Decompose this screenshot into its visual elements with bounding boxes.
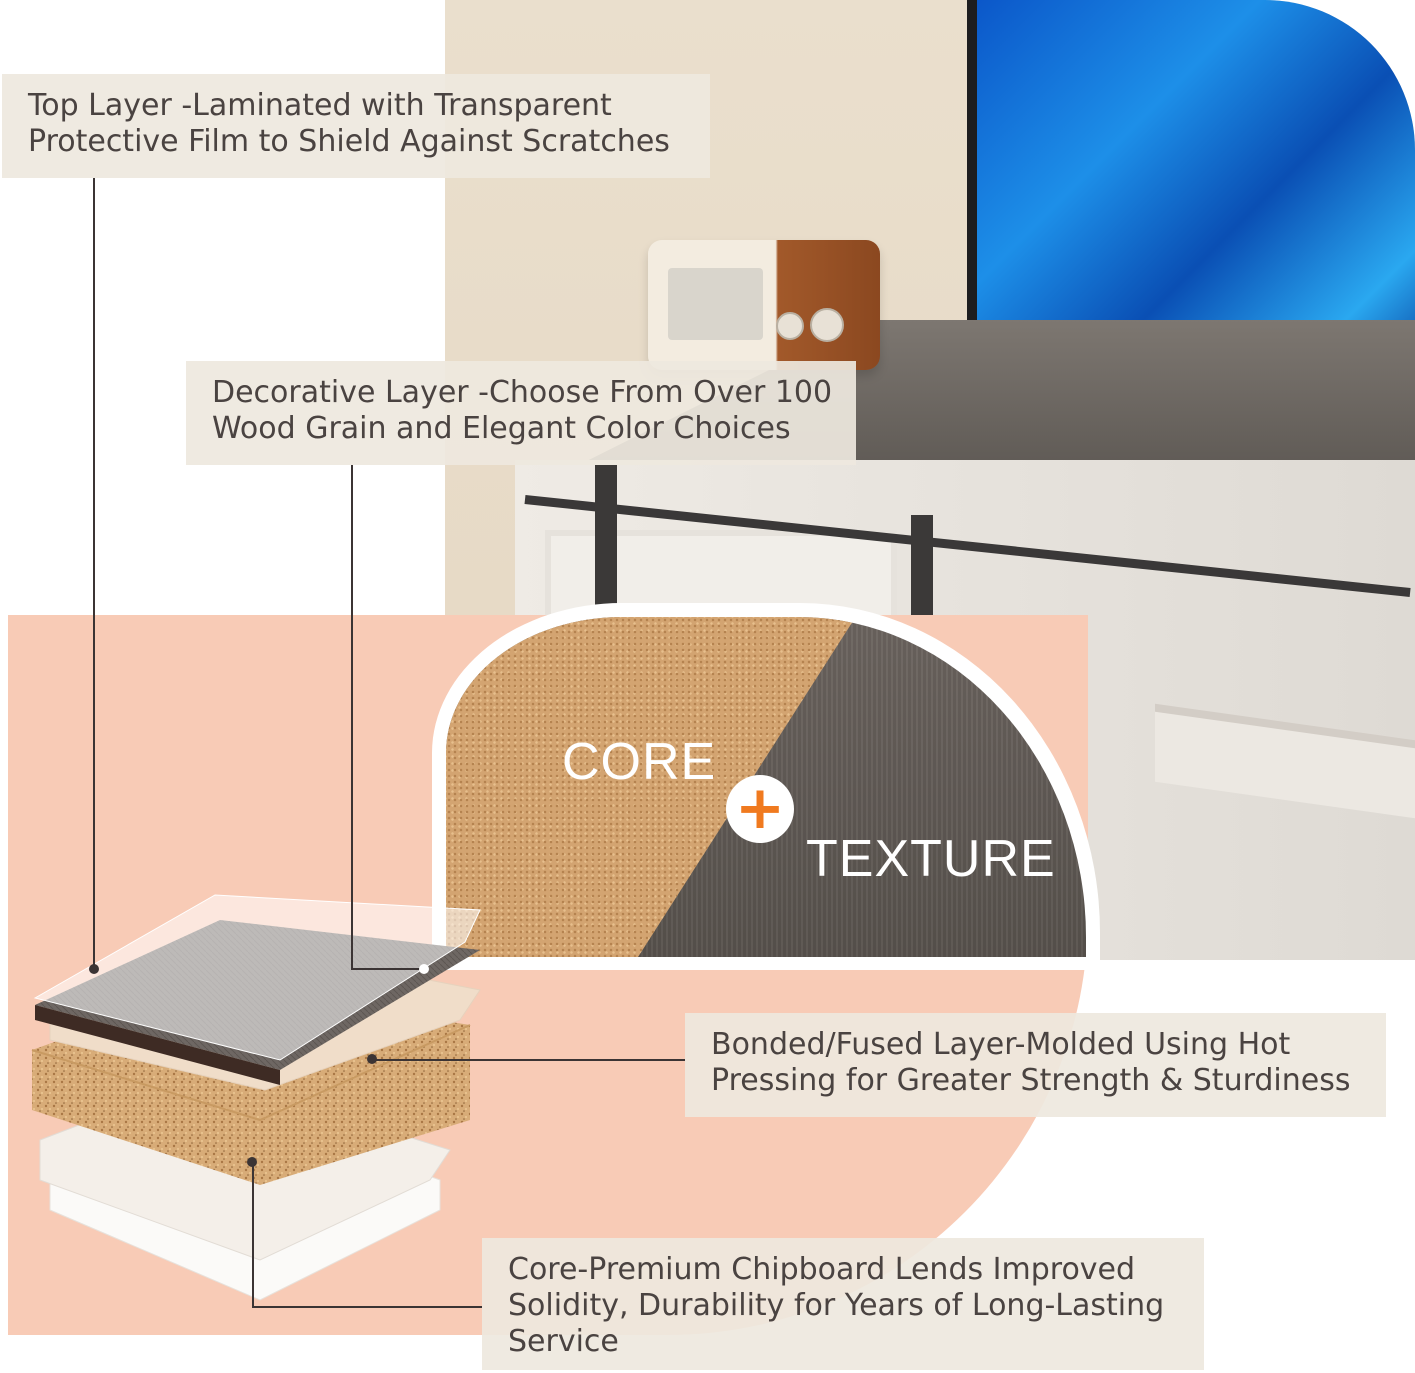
callout-text: Service xyxy=(508,1324,619,1359)
leader-dot-top xyxy=(89,964,99,974)
leader-dot-decorative xyxy=(419,964,429,974)
leader-line-core xyxy=(252,1162,254,1308)
callout-text: Wood Grain and Elegant Color Choices xyxy=(212,411,791,446)
core-label: CORE xyxy=(562,733,717,791)
callout-text: Core-Premium Chipboard Lends Improved xyxy=(508,1252,1136,1287)
callout-decorative-layer: Decorative Layer -Choose From Over 100 W… xyxy=(186,361,856,465)
leader-dot-bonded xyxy=(367,1054,377,1064)
callout-core-layer: Core-Premium Chipboard Lends Improved So… xyxy=(482,1238,1204,1370)
callout-text: Bonded/Fused Layer-Molded Using Hot xyxy=(711,1027,1291,1062)
callout-text: Protective Film to Shield Against Scratc… xyxy=(28,124,670,159)
leader-line-bonded xyxy=(372,1059,685,1061)
texture-label: TEXTURE xyxy=(806,830,1056,888)
radio-screen xyxy=(668,268,763,340)
callout-text: Decorative Layer -Choose From Over 100 xyxy=(212,375,833,410)
core-texture-badge: CORE TEXTURE + xyxy=(432,603,1100,970)
callout-top-layer: Top Layer -Laminated with Transparent Pr… xyxy=(2,74,710,178)
barn-door-strap xyxy=(595,465,617,605)
plus-icon: + xyxy=(726,775,794,843)
callout-text: Top Layer -Laminated with Transparent xyxy=(28,88,612,123)
radio-knob xyxy=(810,308,844,342)
texture-sample: CORE TEXTURE + xyxy=(446,617,1086,957)
callout-text: Pressing for Greater Strength & Sturdine… xyxy=(711,1063,1351,1098)
radio-knob xyxy=(776,312,804,340)
tv-screen xyxy=(967,0,1415,350)
top-film-layer xyxy=(33,894,481,1061)
leader-line-core xyxy=(252,1306,482,1308)
leader-line-top xyxy=(93,178,95,968)
panel-layers-illustration xyxy=(31,894,481,1301)
leader-dot-core xyxy=(247,1157,257,1167)
callout-text: Solidity, Durability for Years of Long-L… xyxy=(508,1288,1165,1323)
radio-decor xyxy=(648,240,880,370)
leader-line-decorative xyxy=(351,968,424,970)
leader-line-decorative xyxy=(351,465,353,970)
callout-bonded-layer: Bonded/Fused Layer-Molded Using Hot Pres… xyxy=(685,1013,1386,1117)
